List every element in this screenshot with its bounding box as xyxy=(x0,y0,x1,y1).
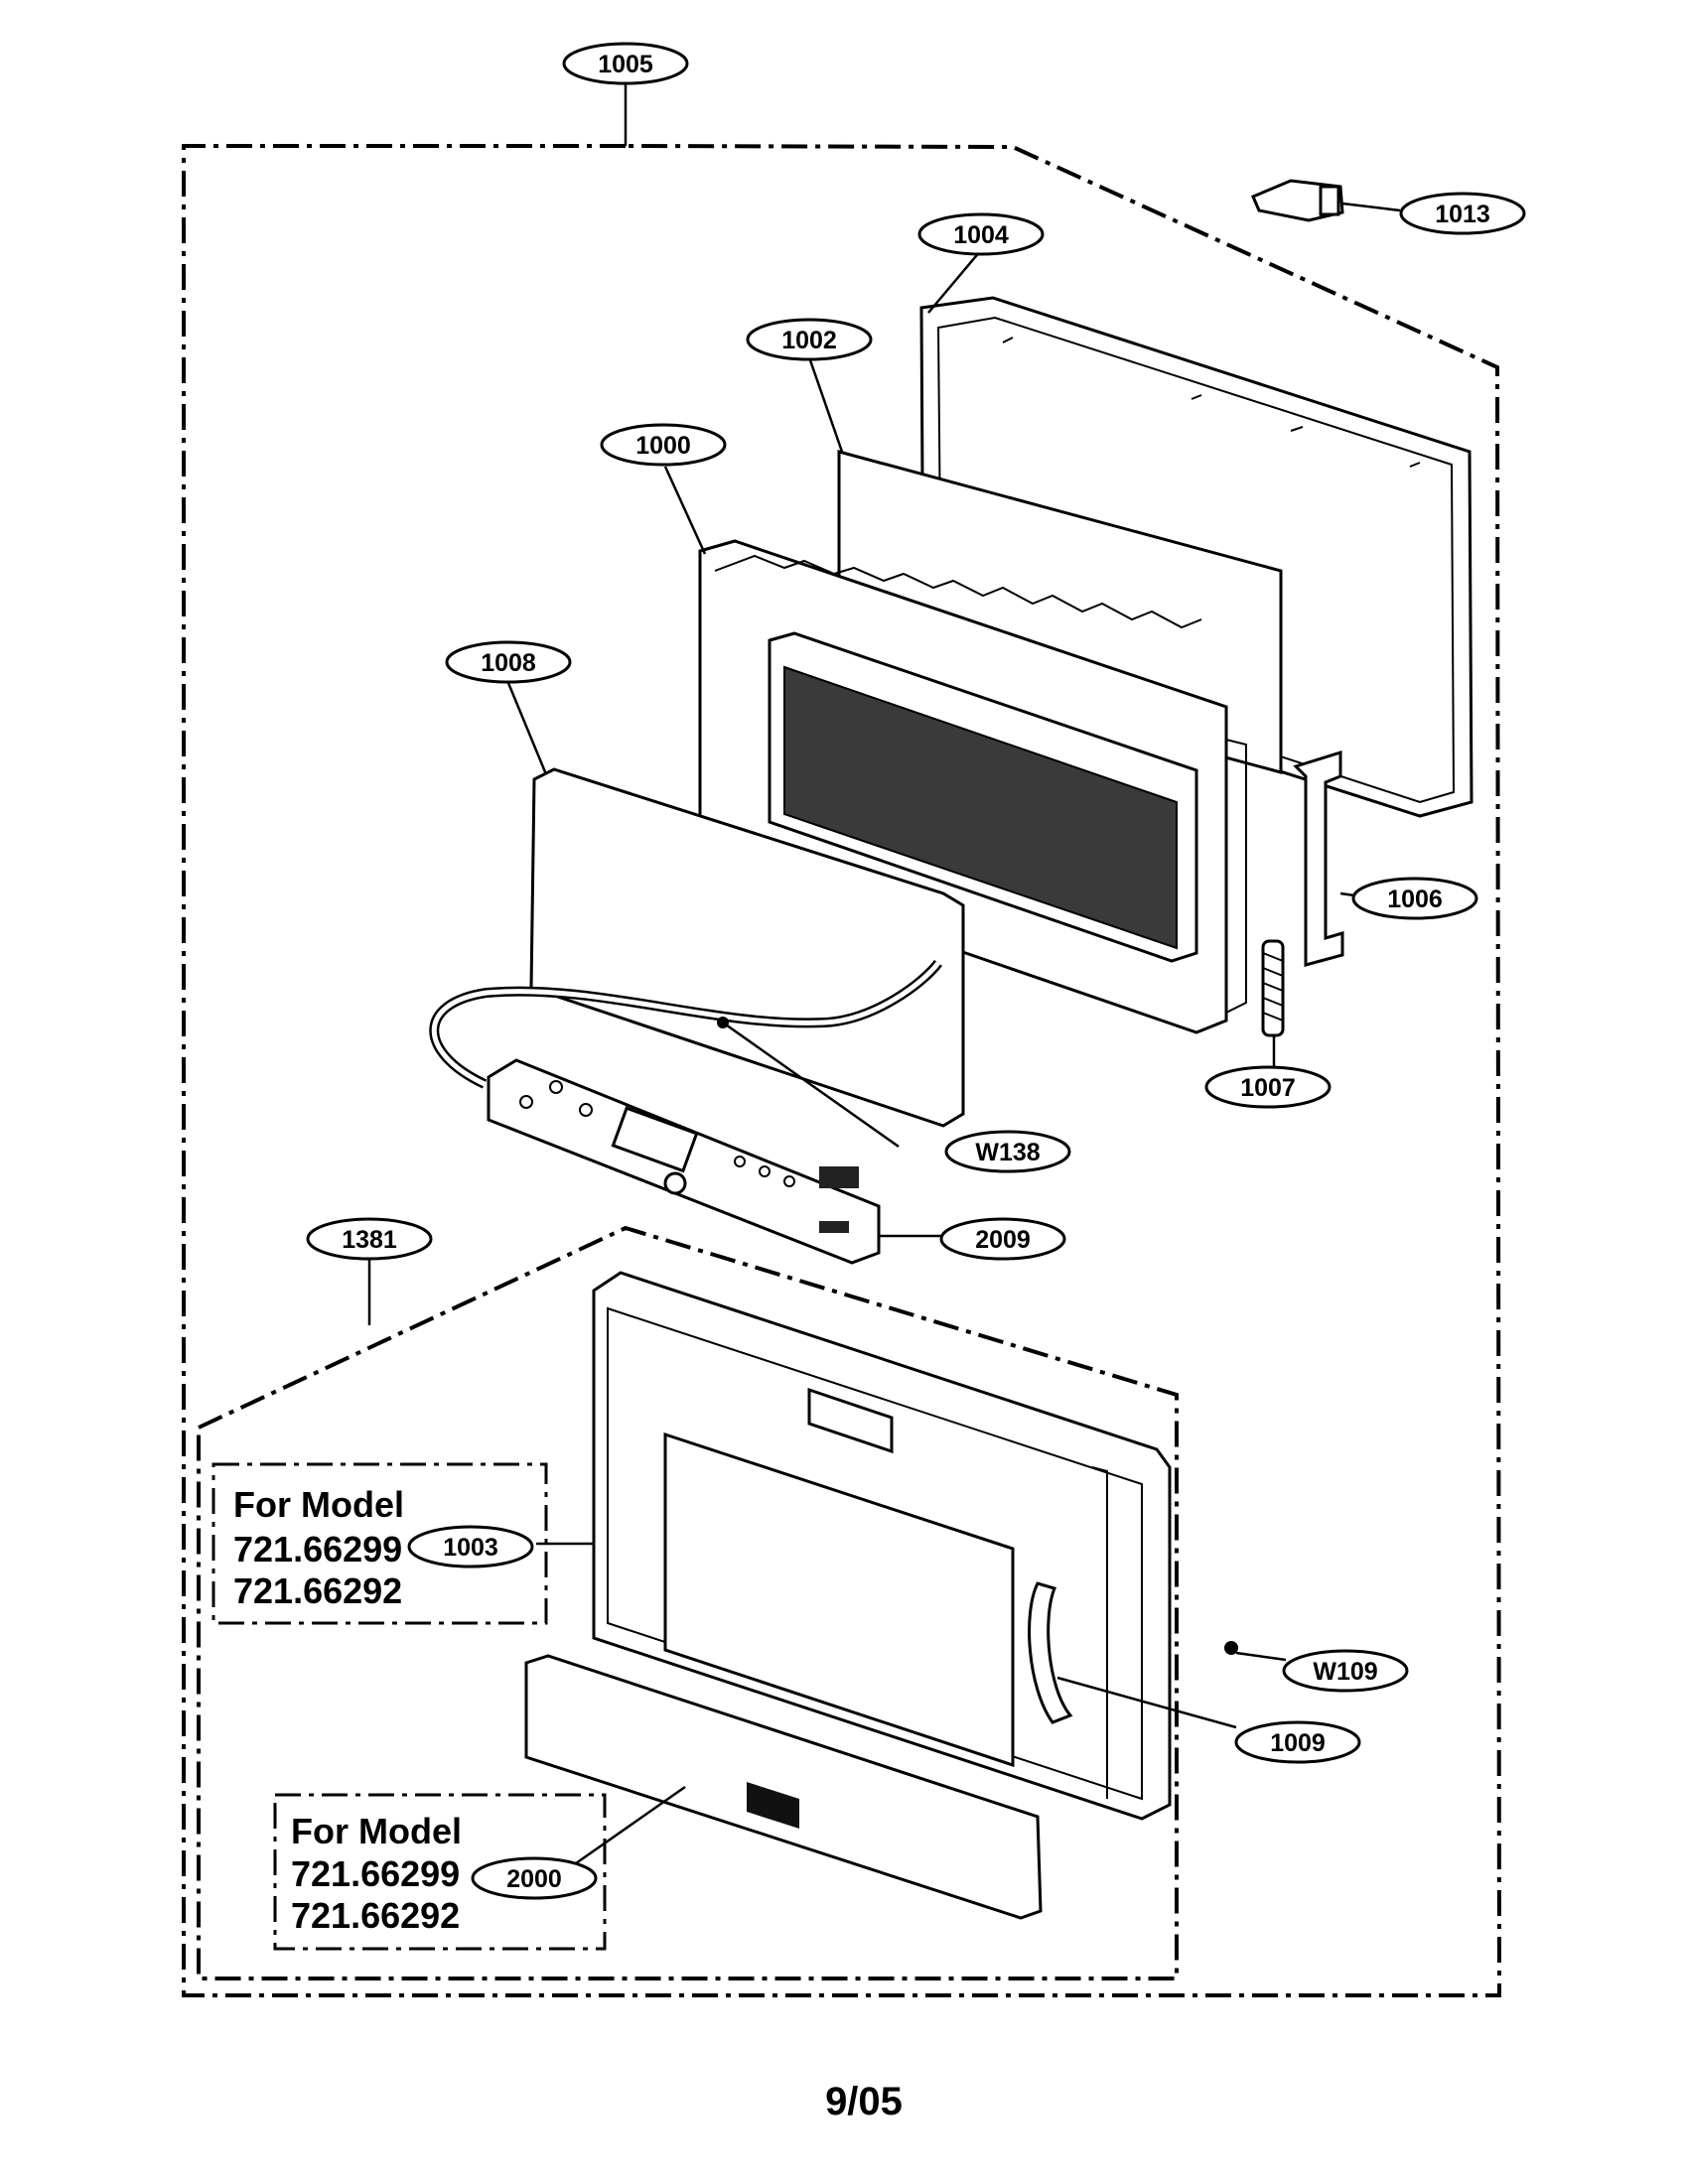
part-1000-door-frame xyxy=(698,539,1247,1034)
callout-1006: 1006 xyxy=(1351,877,1478,920)
svg-text:1003: 1003 xyxy=(443,1534,498,1562)
svg-text:1004: 1004 xyxy=(953,221,1009,249)
svg-text:721.66292: 721.66292 xyxy=(233,1570,402,1611)
svg-text:2000: 2000 xyxy=(506,1865,562,1893)
svg-text:1000: 1000 xyxy=(635,432,691,460)
callout-1013: 1013 xyxy=(1399,192,1526,235)
leader-lines xyxy=(367,81,1401,1865)
footer-date-code: 9/05 xyxy=(825,2080,903,2123)
model-note-box-2: For Model 721.66299 721.66292 xyxy=(273,1793,607,1951)
part-1006-bracket xyxy=(1293,750,1344,967)
svg-text:1008: 1008 xyxy=(481,649,536,677)
part-2000-trim-strip xyxy=(524,1654,1043,1920)
callout-1381: 1381 xyxy=(306,1217,433,1261)
svg-text:1007: 1007 xyxy=(1240,1074,1296,1102)
svg-text:W109: W109 xyxy=(1313,1658,1377,1686)
model-note-box-1: For Model 721.66299 721.66292 xyxy=(211,1462,548,1625)
callout-w109: W109 xyxy=(1282,1649,1409,1693)
svg-text:2009: 2009 xyxy=(975,1226,1031,1254)
svg-text:1006: 1006 xyxy=(1387,886,1443,913)
assembly-1381-outline xyxy=(197,1225,1179,1980)
svg-text:1005: 1005 xyxy=(598,51,653,78)
part-1013-latch xyxy=(1251,179,1344,222)
part-1007-spring xyxy=(1261,939,1285,1037)
part-1003-door-panel xyxy=(592,1271,1172,1821)
callout-1003: 1003 xyxy=(407,1525,534,1569)
callout-2009: 2009 xyxy=(939,1217,1066,1261)
callout-1004: 1004 xyxy=(917,212,1045,256)
svg-text:1381: 1381 xyxy=(342,1226,397,1254)
svg-text:1009: 1009 xyxy=(1270,1729,1326,1757)
svg-text:W138: W138 xyxy=(975,1139,1040,1166)
callout-w138: W138 xyxy=(944,1130,1071,1173)
callout-1000: 1000 xyxy=(600,423,727,467)
svg-text:721.66292: 721.66292 xyxy=(291,1895,460,1936)
svg-text:1002: 1002 xyxy=(781,327,837,354)
svg-text:For Model: For Model xyxy=(233,1484,404,1525)
callout-1002: 1002 xyxy=(746,318,873,361)
assembly-1005-outline xyxy=(182,144,1502,1997)
part-2009-pcb xyxy=(487,1058,881,1265)
screw-w109-icon xyxy=(1224,1641,1238,1655)
part-1009-handle xyxy=(1028,1581,1073,1724)
callout-1009: 1009 xyxy=(1234,1720,1361,1764)
callout-1008: 1008 xyxy=(445,640,572,684)
svg-text:For Model: For Model xyxy=(291,1811,462,1851)
callout-1005: 1005 xyxy=(562,42,689,85)
svg-text:721.66299: 721.66299 xyxy=(291,1853,460,1894)
svg-text:721.66299: 721.66299 xyxy=(233,1529,402,1570)
part-1008-panel xyxy=(529,767,965,1128)
callout-2000: 2000 xyxy=(471,1856,598,1900)
callout-1007: 1007 xyxy=(1204,1065,1332,1109)
svg-text:1013: 1013 xyxy=(1435,201,1490,228)
